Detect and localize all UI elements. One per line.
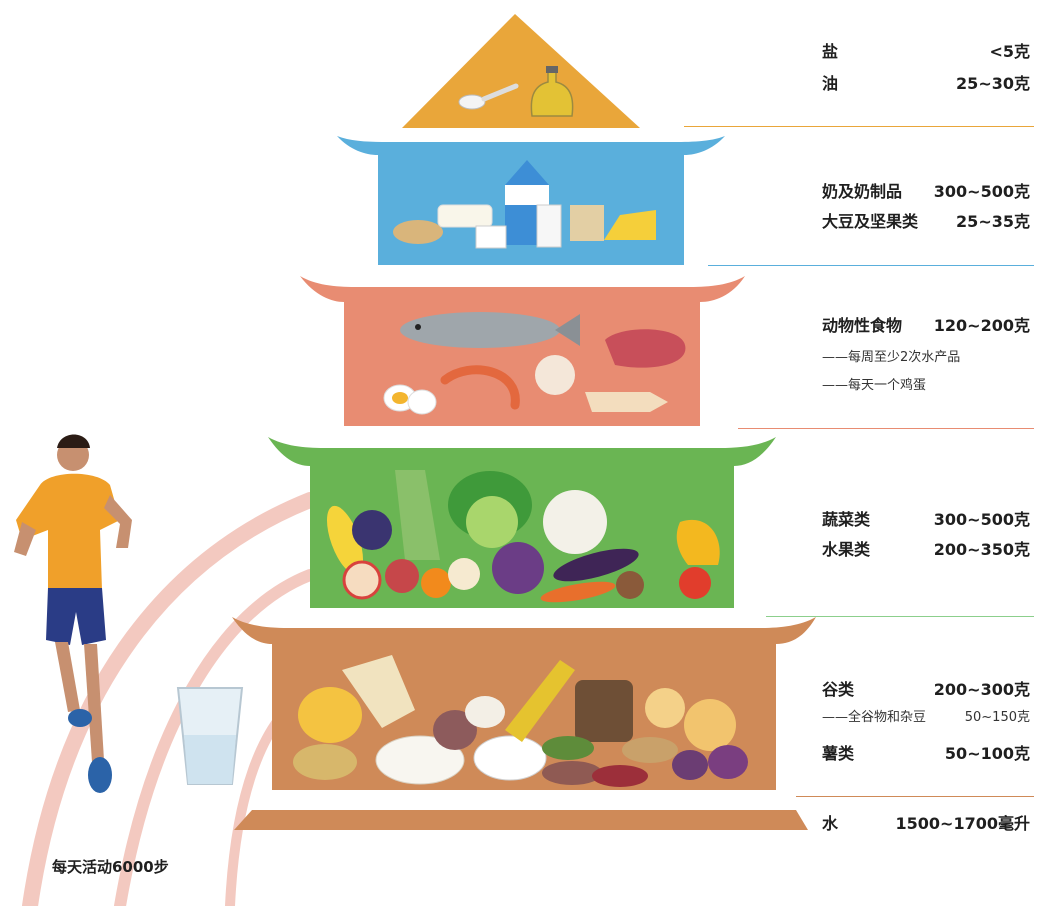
divider-dairy xyxy=(708,265,1034,266)
tubers-value: 50~100克 xyxy=(944,744,1030,763)
divider-salt-oil xyxy=(684,126,1034,127)
water-value: 1500~1700毫升 xyxy=(895,814,1030,833)
runner-icon xyxy=(14,434,132,793)
salt-label: 盐 xyxy=(822,42,839,61)
whole-grains-label: ——全谷物和杂豆 xyxy=(822,710,927,725)
salt-value: <5克 xyxy=(989,42,1030,61)
vegetables-label: 蔬菜类 xyxy=(822,510,871,529)
fruits-value: 200~350克 xyxy=(933,540,1030,559)
daily-activity-label: 每天活动6000步 xyxy=(52,858,169,876)
divider-grain xyxy=(796,796,1034,797)
vegetables-value: 300~500克 xyxy=(933,510,1030,529)
meat-egg-shrimp-icon xyxy=(383,329,686,415)
whole-grains-value: 50~150克 xyxy=(964,710,1030,725)
oil-bottle-icon xyxy=(530,66,574,117)
dairy-label: 奶及奶制品 xyxy=(822,182,903,201)
grains-value: 200~300克 xyxy=(933,680,1030,699)
soy-nuts-label: 大豆及坚果类 xyxy=(822,212,919,231)
dairy-value: 300~500克 xyxy=(933,182,1030,201)
tubers-label: 薯类 xyxy=(822,744,855,763)
dairy-foods-icon xyxy=(393,204,656,249)
oil-value: 25~30克 xyxy=(956,74,1030,93)
fruits-label: 水果类 xyxy=(822,540,871,559)
grains-icon xyxy=(293,655,748,787)
divider-animal xyxy=(738,428,1034,429)
vegetables-icon xyxy=(326,470,720,603)
animal-note-egg: ——每天一个鸡蛋 xyxy=(822,378,927,393)
soy-nuts-value: 25~35克 xyxy=(956,212,1030,231)
water-glass-icon xyxy=(176,687,244,785)
animal-note-seafood: ——每周至少2次水产品 xyxy=(822,350,961,365)
water-label: 水 xyxy=(822,814,839,833)
tier-salt-oil xyxy=(402,14,640,128)
divider-veg xyxy=(766,616,1034,617)
oil-label: 油 xyxy=(822,74,839,93)
animal-foods-value: 120~200克 xyxy=(933,316,1030,335)
spoon-icon xyxy=(458,83,519,110)
animal-foods-label: 动物性食物 xyxy=(822,316,903,335)
milk-carton-icon xyxy=(505,160,562,248)
water-bar xyxy=(234,810,808,830)
grains-label: 谷类 xyxy=(822,680,855,699)
fish-icon xyxy=(400,312,580,348)
